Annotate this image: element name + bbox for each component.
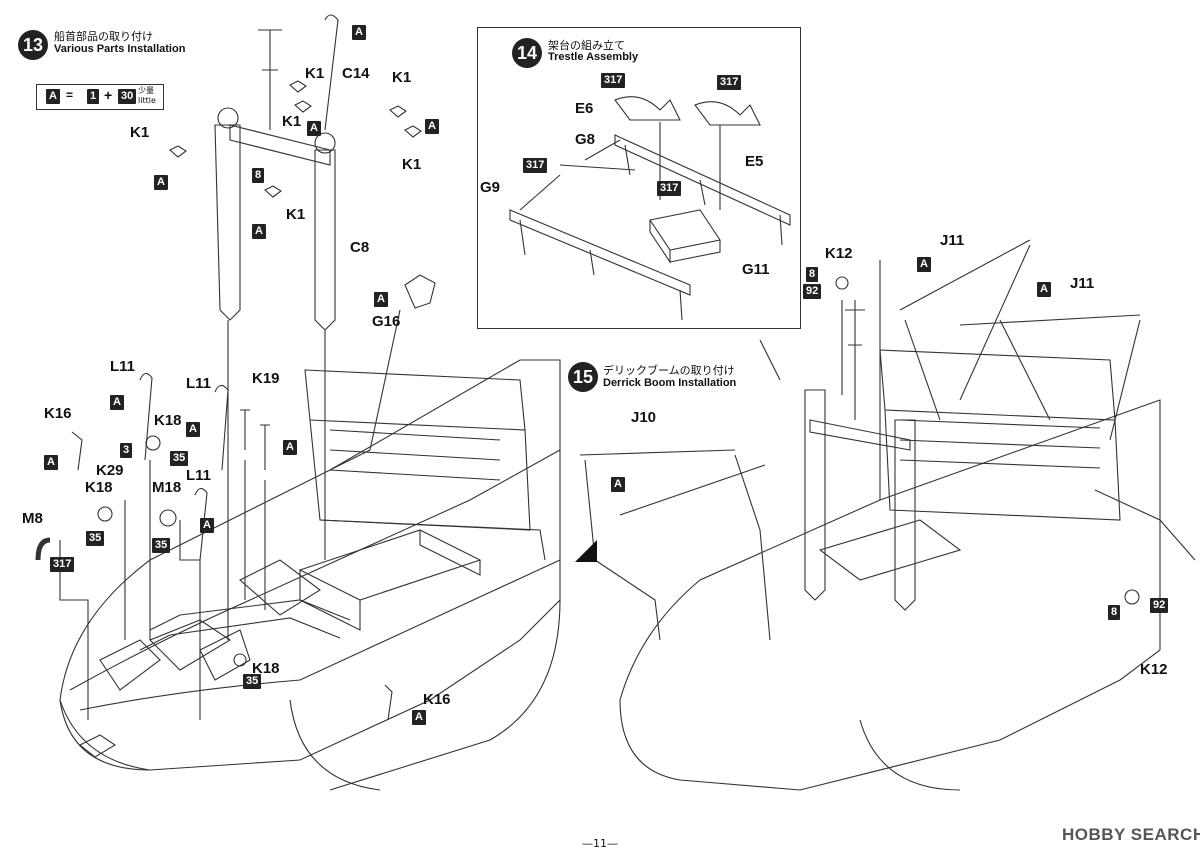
color-box-317: 317 (523, 158, 548, 173)
color-box-a: A (352, 25, 366, 40)
color-box-a: A (1037, 282, 1051, 297)
part-k1: K1 (130, 124, 150, 141)
color-box-3: 3 (120, 443, 133, 458)
part-k1: K1 (305, 65, 325, 82)
part-l11: L11 (186, 375, 212, 392)
paint-mix-small-jp: 少量 (138, 86, 154, 95)
color-box-a: A (154, 175, 168, 190)
color-box-35: 35 (243, 674, 262, 689)
paint-mix-result: A (46, 89, 60, 104)
color-box-a: A (412, 710, 426, 725)
part-c8: C8 (350, 239, 370, 256)
step-14-panel (477, 27, 801, 329)
part-k16: K16 (423, 691, 451, 708)
color-box-a: A (186, 422, 200, 437)
color-box-92: 92 (1150, 598, 1169, 613)
part-k16: K16 (44, 405, 72, 422)
part-l11: L11 (186, 467, 212, 484)
color-box-8: 8 (1108, 605, 1121, 620)
ship-hull-15 (619, 399, 1161, 791)
part-g8: G8 (575, 131, 596, 148)
color-box-317: 317 (601, 73, 626, 88)
step-15-number: 15 (568, 362, 598, 392)
color-box-a: A (44, 455, 58, 470)
part-j11: J11 (940, 232, 965, 249)
color-box-35: 35 (152, 538, 171, 553)
part-k19: K19 (252, 370, 280, 387)
part-j11: J11 (1070, 275, 1095, 292)
part-k1: K1 (286, 206, 306, 223)
color-box-a: A (611, 477, 625, 492)
step-15-title-en: Derrick Boom Installation (603, 377, 737, 389)
color-box-a: A (252, 224, 266, 239)
part-c14: C14 (342, 65, 370, 82)
part-k12: K12 (1140, 661, 1168, 678)
paint-mix-equals: = (66, 88, 74, 102)
step-14-title-en: Trestle Assembly (548, 51, 639, 63)
step-13-number: 13 (18, 30, 48, 60)
color-box-a: A (917, 257, 931, 272)
color-box-a: A (110, 395, 124, 410)
part-g16: G16 (372, 313, 401, 330)
color-box-a: A (307, 121, 321, 136)
watermark: HOBBY SEARCH (1062, 825, 1200, 844)
part-k1: K1 (392, 69, 412, 86)
paint-mix-small-en: little (138, 96, 156, 105)
paint-mix-plus: + (104, 87, 113, 103)
part-m18: M18 (152, 479, 182, 496)
part-e6: E6 (575, 100, 594, 117)
color-box-35: 35 (170, 451, 189, 466)
part-k18: K18 (252, 660, 280, 677)
page-number: —11— (582, 837, 618, 850)
part-k18: K18 (154, 412, 182, 429)
color-box-35: 35 (86, 531, 105, 546)
paint-mix-box (36, 84, 164, 110)
part-l11: L11 (110, 358, 136, 375)
part-g11: G11 (742, 261, 770, 278)
color-box-8: 8 (252, 168, 265, 183)
part-k1: K1 (282, 113, 302, 130)
part-g9: G9 (480, 179, 501, 196)
color-box-317: 317 (717, 75, 742, 90)
part-k1: K1 (402, 156, 422, 173)
part-k18: K18 (85, 479, 113, 496)
ship-hull-13 (59, 359, 561, 771)
part-k29: K29 (96, 462, 124, 479)
step-15-title-jp: デリックブームの取り付け (603, 364, 735, 377)
step-13-title-jp: 船首部品の取り付け (54, 30, 153, 43)
step-13-title-en: Various Parts Installation (54, 43, 186, 55)
part-e5: E5 (745, 153, 764, 170)
color-box-a: A (425, 119, 439, 134)
color-box-317: 317 (50, 557, 75, 572)
step-14-title-jp: 架台の組み立て (548, 39, 625, 52)
step-14-number: 14 (512, 38, 542, 68)
part-k12: K12 (825, 245, 853, 262)
color-box-92: 92 (803, 284, 822, 299)
color-box-a: A (374, 292, 388, 307)
part-j10: J10 (631, 409, 657, 426)
paint-mix-color-2: 30 (118, 89, 137, 104)
color-box-8: 8 (806, 267, 819, 282)
part-m8: M8 (22, 510, 43, 527)
color-box-a: A (200, 518, 214, 533)
color-box-317: 317 (657, 181, 682, 196)
paint-mix-color-1: 1 (87, 89, 100, 104)
color-box-a: A (283, 440, 297, 455)
